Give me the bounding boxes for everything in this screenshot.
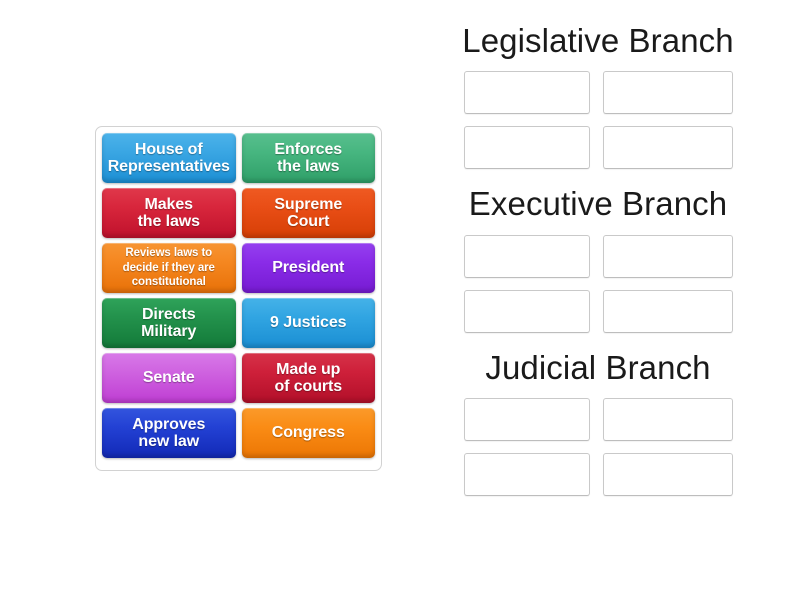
category-group: Legislative Branch — [412, 20, 784, 170]
drop-slot[interactable] — [602, 452, 733, 496]
draggable-tile[interactable]: Senate — [102, 353, 236, 403]
drop-slot[interactable] — [463, 289, 590, 333]
draggable-tile[interactable]: Congress — [241, 408, 375, 458]
drop-slot[interactable] — [463, 71, 590, 115]
tile-label: Senate — [142, 369, 195, 387]
drop-slot[interactable] — [463, 452, 590, 496]
category-group: Executive Branch — [412, 183, 784, 333]
drop-slot-grid — [412, 71, 784, 170]
drop-slot[interactable] — [463, 126, 590, 170]
category-group: Judicial Branch — [412, 347, 784, 496]
drop-slot-grid — [412, 397, 784, 496]
drop-slot[interactable] — [463, 397, 590, 441]
tile-label: President — [272, 259, 345, 277]
draggable-tile[interactable]: 9 Justices — [241, 298, 375, 348]
draggable-tile[interactable]: President — [241, 243, 375, 293]
category-title: Legislative Branch — [462, 22, 734, 59]
drop-slot[interactable] — [463, 234, 590, 278]
drop-slot-grid — [412, 234, 784, 333]
category-title: Executive Branch — [468, 185, 728, 223]
category-title: Judicial Branch — [485, 348, 711, 386]
tile-label: 9 Justices — [270, 314, 347, 332]
drop-slot[interactable] — [602, 289, 733, 333]
drop-slot[interactable] — [602, 126, 733, 170]
drop-slot[interactable] — [602, 234, 733, 278]
drop-slot[interactable] — [602, 397, 733, 441]
drop-slot[interactable] — [602, 71, 733, 115]
tile-label: Congress — [271, 424, 345, 442]
